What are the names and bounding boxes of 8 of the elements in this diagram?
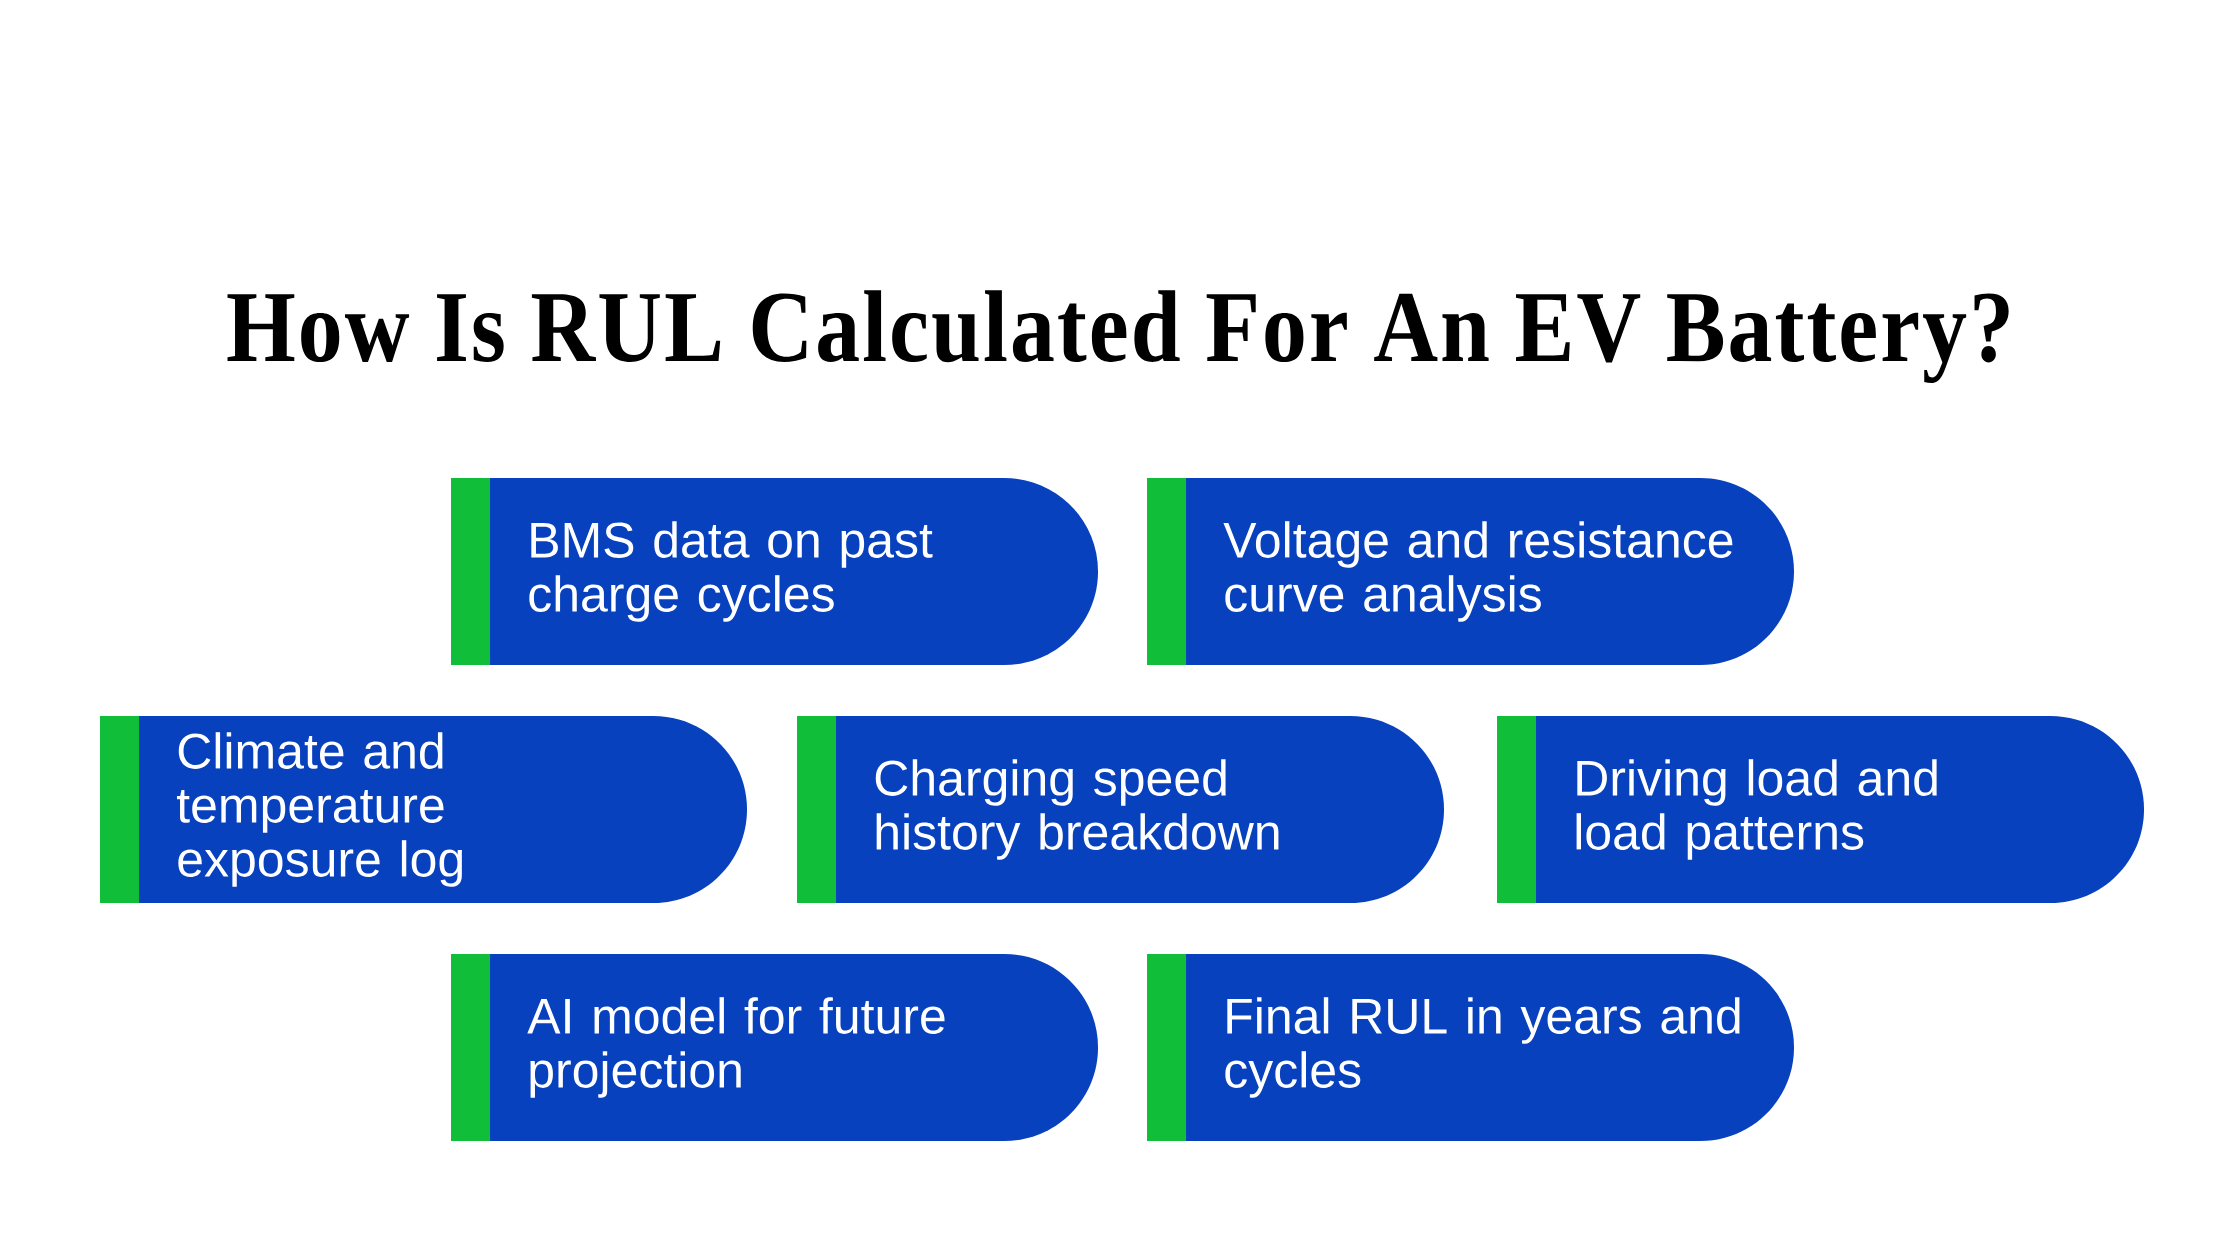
process-box: Final RUL in years and cycles xyxy=(1147,954,1794,1141)
process-box: BMS data on past charge cycles xyxy=(451,478,1098,665)
title: How Is RUL Calculated For An EV Battery? xyxy=(227,290,2009,383)
process-box: Charging speed history breakdown xyxy=(797,716,1444,903)
process-box: AI model for future projection xyxy=(451,954,1098,1141)
process-box: Driving load and load patterns xyxy=(1497,716,2144,903)
process-box: Climate and temperature exposure log xyxy=(100,716,747,903)
process-box: Voltage and resistance curve analysis xyxy=(1147,478,1794,665)
